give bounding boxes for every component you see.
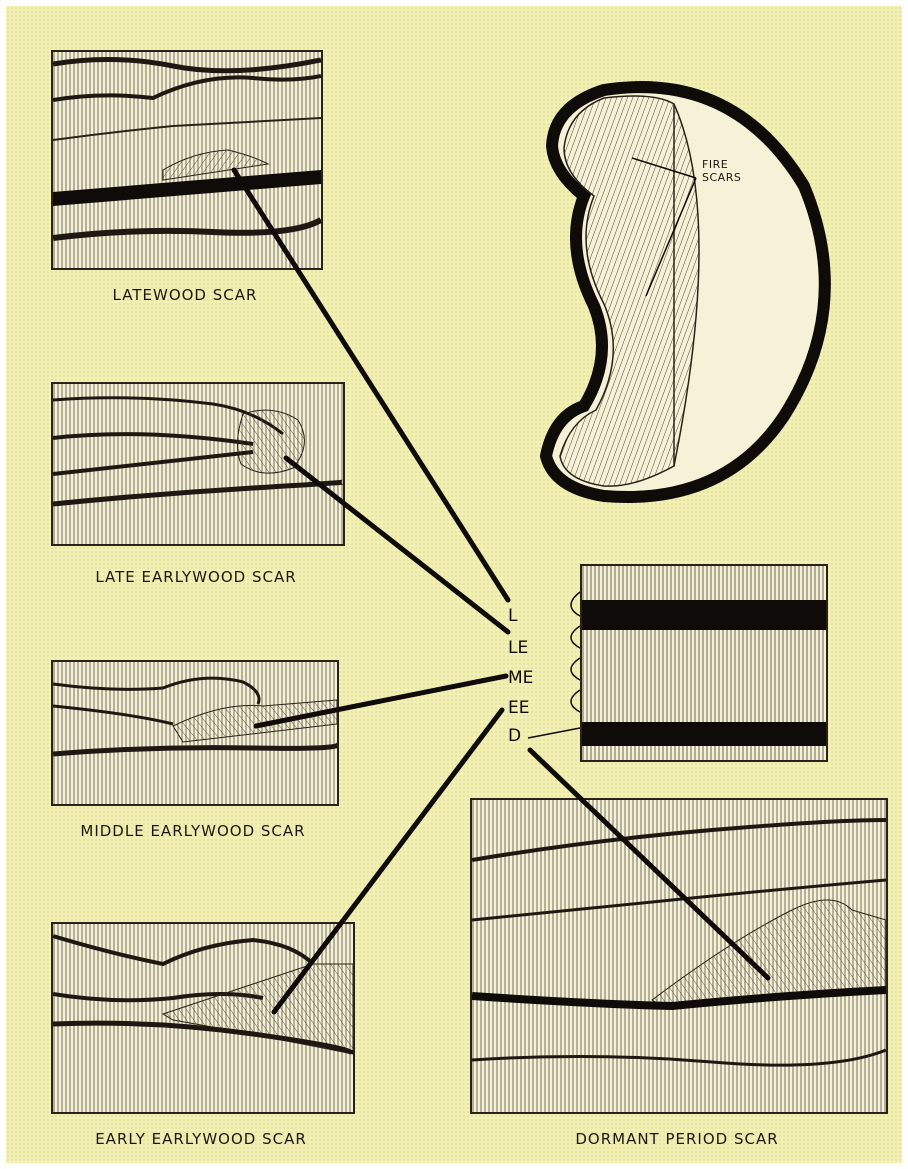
fire-scar-pointer-2 xyxy=(646,178,696,296)
fire-scar-pointer-1 xyxy=(632,158,696,178)
leader-line-early-earlywood xyxy=(274,710,502,1012)
ring-bracket-ee xyxy=(571,690,580,712)
diagram-canvas: LATEWOOD SCAR LATE EARLYWOOD SCAR xyxy=(6,6,902,1163)
leader-line-middle-earlywood xyxy=(256,676,506,726)
leader-lines xyxy=(6,6,902,1163)
ring-bracket-le xyxy=(571,626,580,648)
leader-line-dormant xyxy=(530,750,768,978)
leader-line-latewood xyxy=(234,170,508,600)
ring-bracket-l xyxy=(571,592,580,616)
ring-pointer-d xyxy=(528,728,580,738)
ring-bracket-me xyxy=(571,658,580,680)
